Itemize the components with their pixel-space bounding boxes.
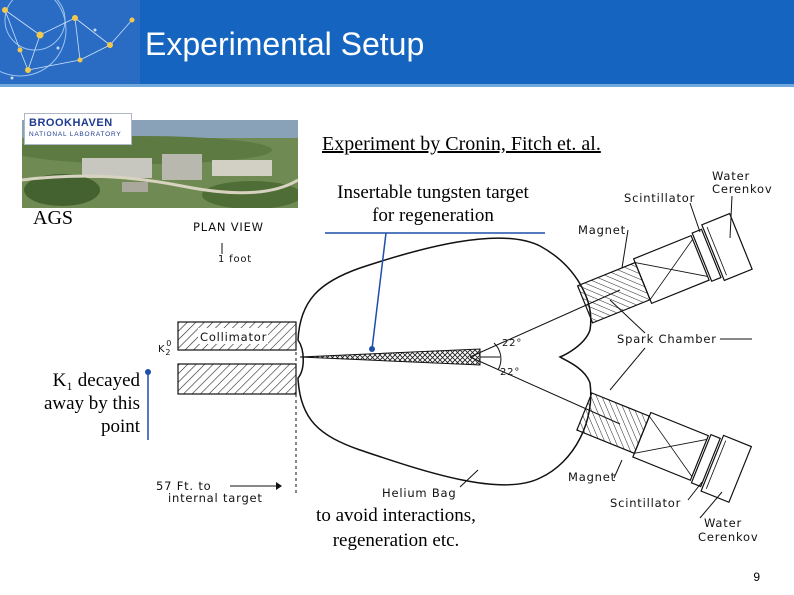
plan-view-label: PLAN VIEW [193, 220, 264, 234]
k1-pointer-dot [145, 369, 151, 375]
scintillator-top-label: Scintillator [624, 191, 695, 205]
upper-cerenkov-inner [706, 226, 727, 276]
experiment-credit: Experiment by Cronin, Fitch et. al. [322, 133, 601, 155]
logo-subtitle: NATIONAL LABORATORY [29, 131, 122, 138]
helium-bag-label: Helium Bag [382, 486, 457, 500]
water-top-leader [729, 195, 733, 239]
scintillator-top-leader [689, 202, 701, 233]
logo-name: BROOKHAVEN [29, 117, 113, 129]
spark-chamber-leader-1 [609, 299, 646, 334]
water-bottom-leader [699, 491, 723, 519]
water-bottom-label-2: Cerenkov [698, 530, 758, 544]
lower-cerenkov-inner [705, 440, 727, 489]
target-pointer-line [371, 232, 387, 350]
angle-label-bottom: 22° [500, 367, 520, 378]
scale-label: 1 foot [218, 254, 252, 265]
collimator-label: Collimator [200, 330, 267, 344]
k1-line-3: point [100, 416, 140, 437]
tungsten-target-note: Insertable tungsten target for regenerat… [318, 181, 548, 227]
distance-label-2: internal target [168, 491, 263, 505]
helium-bag-outline [297, 237, 592, 486]
water-bottom-label-1: Water [704, 516, 742, 530]
upper-scintillator [691, 228, 722, 283]
magnet-bottom-label: Magnet [568, 470, 616, 484]
helium-bag-note: to avoid interactions, regeneration etc. [296, 503, 496, 553]
lower-track-2 [634, 439, 707, 454]
spark-chamber-leader-2 [609, 347, 646, 391]
upper-spark-chamber [632, 234, 710, 305]
ags-caption: AGS [33, 207, 74, 229]
spark-chamber-label: Spark Chamber [617, 332, 717, 346]
water-top-label-2: Cerenkov [712, 182, 772, 196]
brookhaven-logo: BROOKHAVEN NATIONAL LABORATORY [24, 113, 132, 145]
k1-decay-note: K₁ decayed away by this point [28, 369, 140, 438]
slide-header: Experimental Setup [0, 0, 794, 84]
magnet-bottom-leader [613, 459, 623, 479]
k2-label: K20 [158, 339, 172, 357]
network-graphic [0, 0, 140, 84]
scintillator-bottom-label: Scintillator [610, 496, 681, 510]
lower-scintillator [690, 433, 721, 488]
scintillator-bottom-leader [687, 481, 703, 501]
magnet-top-label: Magnet [578, 223, 626, 237]
collimator-label-bg [198, 328, 268, 344]
distance-arrowhead [276, 482, 282, 490]
slide-title: Experimental Setup [145, 26, 425, 62]
page-number: 9 [753, 570, 760, 584]
angle-label-top: 22° [502, 338, 522, 349]
lower-water-cerenkov [700, 434, 753, 504]
target-note-line-2: for regeneration [372, 205, 494, 226]
target-pointer-dot [369, 346, 375, 352]
helium-note-line-2: regeneration etc. [332, 530, 460, 551]
beam-target-region [299, 348, 481, 366]
lower-spectrometer-arm [576, 392, 753, 504]
distance-label-1: 57 Ft. to [156, 479, 211, 493]
target-note-line-1: Insertable tungsten target [337, 182, 529, 203]
k1-line-1: K₁ decayed [52, 370, 140, 391]
lower-spark-chamber [632, 411, 710, 482]
upper-track-2 [649, 239, 693, 300]
upper-water-cerenkov [701, 212, 753, 282]
collimator-lower-block [177, 363, 297, 395]
magnet-top-leader [621, 229, 629, 269]
header-divider [0, 84, 794, 87]
k1-line-2: away by this [43, 393, 140, 414]
angle-arc [493, 342, 502, 371]
helium-bag-leader [459, 469, 479, 488]
helium-note-line-1: to avoid interactions, [316, 505, 476, 526]
water-top-label-1: Water [712, 169, 750, 183]
